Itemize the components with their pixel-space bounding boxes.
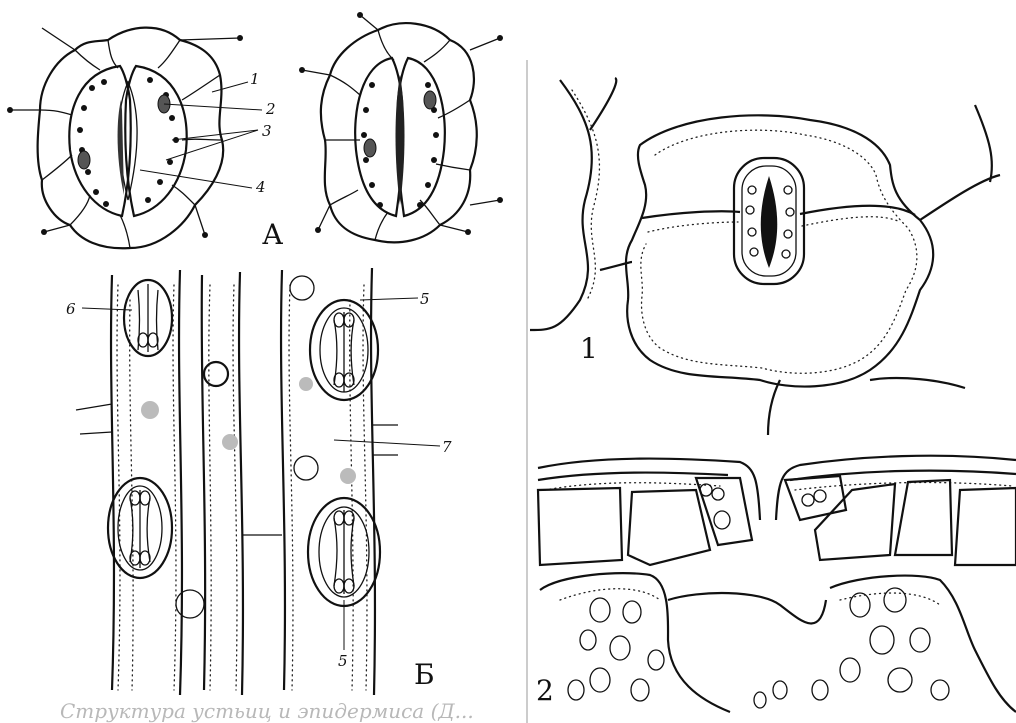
panel-b-drawing: [76, 268, 440, 695]
callout-1: 1: [250, 70, 260, 88]
right-top-number: 1: [580, 332, 598, 365]
panel-letter-b: Б: [414, 658, 435, 691]
callout-6: 6: [66, 300, 76, 318]
callout-3: 3: [262, 122, 272, 140]
callout-7: 7: [442, 438, 452, 456]
callout-5-top: 5: [420, 290, 430, 308]
panel-a-drawing: [7, 12, 503, 248]
page-caption: Структура устьиц и эпидермиса (Д...: [60, 699, 474, 723]
callout-4: 4: [255, 178, 266, 196]
panel-letter-a: А: [262, 218, 283, 251]
right-bottom-number: 2: [536, 674, 554, 707]
right-panel-background: [527, 0, 1016, 723]
callout-5-bottom: 5: [338, 652, 348, 670]
callout-2: 2: [265, 100, 276, 118]
